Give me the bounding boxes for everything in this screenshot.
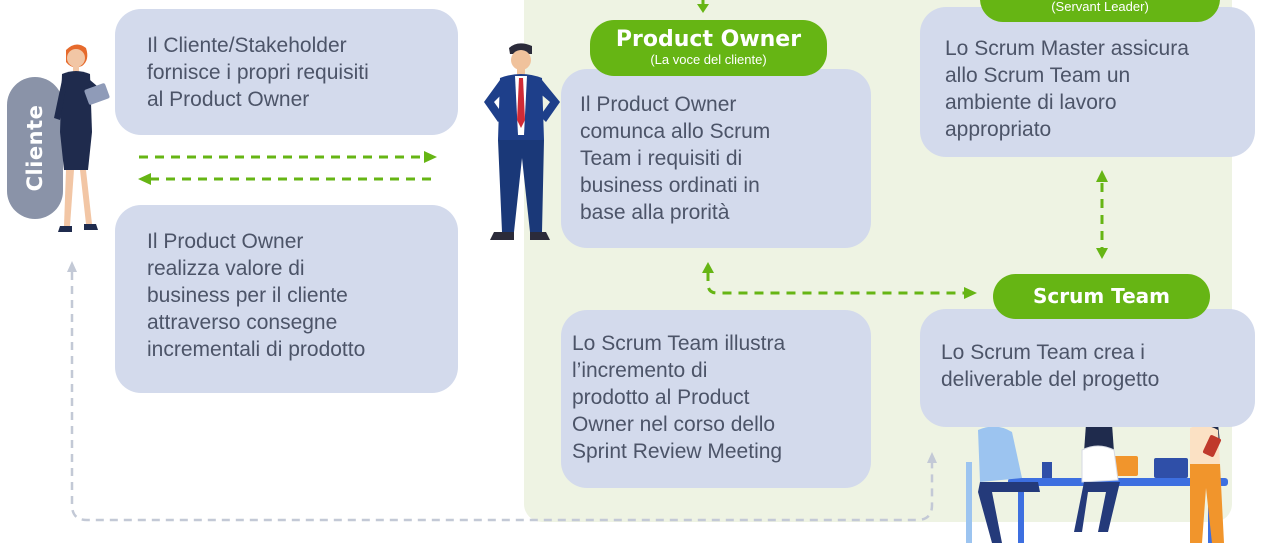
scrum-team-pill: Scrum Team [993, 274, 1210, 319]
po-communicates-text: Il Product Owner comunca allo Scrum Team… [580, 93, 771, 224]
po-value-text: Il Product Owner realizza valore di busi… [147, 230, 366, 361]
arrow-product-owner-to-client [138, 173, 437, 185]
arrow-product-owner-scrum-team [702, 262, 977, 299]
scrum-team-title: Scrum Team [1032, 284, 1171, 308]
team-creates-text: Lo Scrum Team crea i deliverable del pro… [941, 341, 1160, 391]
product-owner-pill: Product Owner (La voce del cliente) [590, 20, 827, 76]
arrow-feedback-loop [67, 261, 937, 522]
product-owner-subtitle: (La voce del cliente) [650, 52, 767, 67]
client-tab: Cliente [7, 77, 63, 219]
team-illustrates-box: Lo Scrum Team illustra l’incremento di p… [561, 310, 871, 488]
arrow-client-to-product-owner [139, 151, 437, 163]
team-illustrates-text: Lo Scrum Team illustra l’incremento di p… [572, 332, 786, 463]
businesswoman-figure-icon [54, 44, 110, 232]
sm-ensures-text: Lo Scrum Master assicura allo Scrum Team… [945, 37, 1189, 141]
arrow-into-product-owner [697, 0, 709, 13]
businessman-figure-icon [484, 43, 560, 240]
arrow-scrum-master-scrum-team [1096, 170, 1108, 259]
product-owner-title: Product Owner [615, 27, 802, 52]
client-requirements-box: Il Cliente/Stakeholder fornisce i propri… [115, 9, 458, 135]
team-creates-box: Lo Scrum Team crea i deliverable del pro… [920, 309, 1255, 427]
scrum-master-pill: (Servant Leader) [980, 0, 1220, 22]
po-value-box: Il Product Owner realizza valore di busi… [115, 205, 458, 393]
scrum-master-subtitle: (Servant Leader) [1051, 0, 1149, 14]
sm-ensures-box: Lo Scrum Master assicura allo Scrum Team… [920, 7, 1255, 157]
client-requirements-text: Il Cliente/Stakeholder fornisce i propri… [147, 34, 369, 111]
po-communicates-box: Il Product Owner comunca allo Scrum Team… [561, 69, 871, 248]
